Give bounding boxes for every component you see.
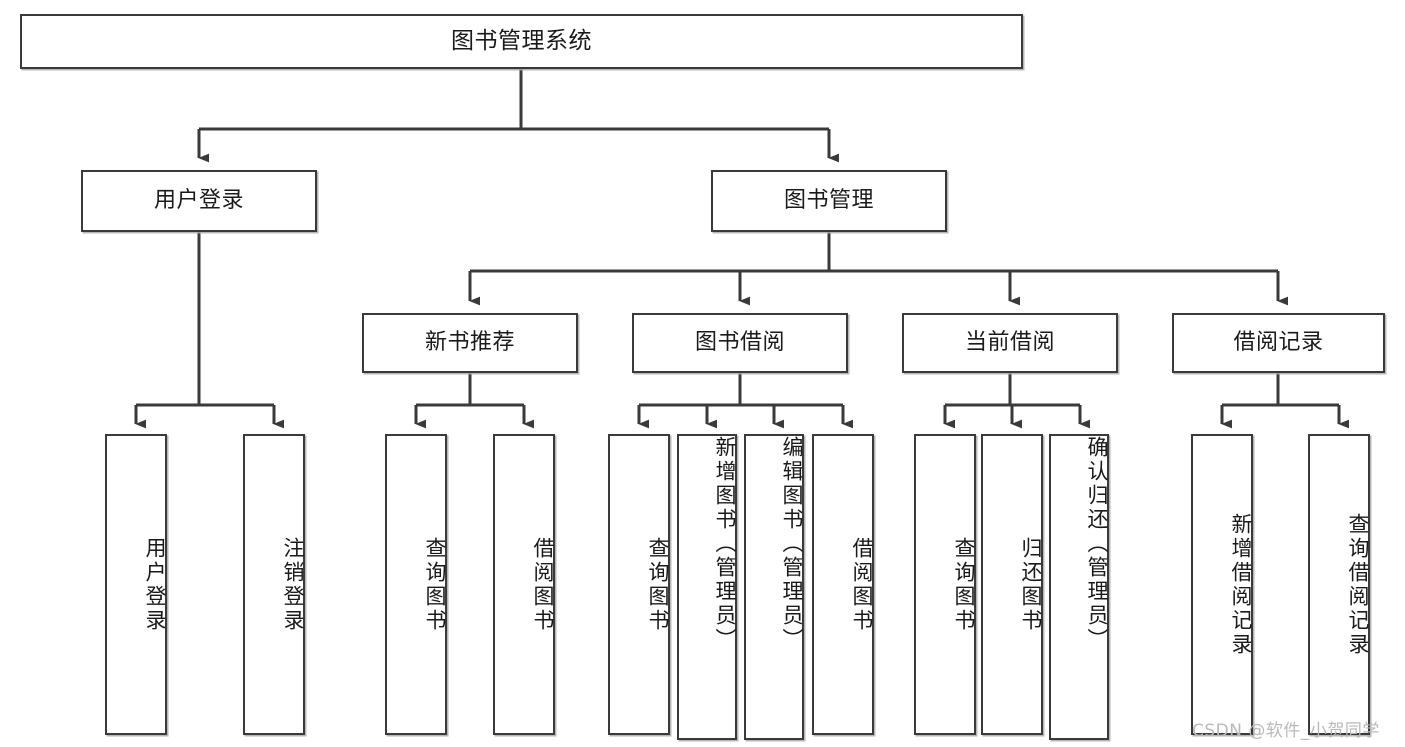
node-label: 确认归还（管理员） bbox=[1085, 436, 1109, 652]
leaf-current-query-book[interactable]: 查询图书 bbox=[914, 434, 976, 735]
node-new-book-recommend[interactable]: 新书推荐 bbox=[362, 313, 578, 373]
leaf-user-login-signin[interactable]: 用户登录 bbox=[105, 434, 167, 735]
node-current-borrow[interactable]: 当前借阅 bbox=[902, 313, 1118, 373]
node-label: 查询图书 bbox=[952, 536, 976, 633]
csdn-watermark: CSDN @软件_小贺同学 bbox=[1192, 721, 1380, 741]
node-label: 查询图书 bbox=[646, 536, 670, 633]
leaf-recommend-borrow-book[interactable]: 借阅图书 bbox=[493, 434, 555, 735]
node-book-management[interactable]: 图书管理 bbox=[711, 170, 947, 232]
node-label: 注销登录 bbox=[281, 536, 305, 633]
leaf-borrow-add-book-admin[interactable]: 新增图书（管理员） bbox=[677, 434, 737, 740]
node-label: 当前借阅 bbox=[964, 329, 1055, 355]
leaf-borrow-borrow-book[interactable]: 借阅图书 bbox=[812, 434, 874, 735]
node-label: 图书管理系统 bbox=[451, 27, 592, 54]
leaf-user-login-signout[interactable]: 注销登录 bbox=[243, 434, 305, 735]
leaf-record-add-record[interactable]: 新增借阅记录 bbox=[1191, 434, 1253, 735]
leaf-recommend-query-book[interactable]: 查询图书 bbox=[385, 434, 447, 735]
node-label: 借阅图书 bbox=[531, 536, 555, 633]
leaf-current-return-book[interactable]: 归还图书 bbox=[981, 434, 1043, 735]
node-root-system[interactable]: 图书管理系统 bbox=[20, 14, 1023, 69]
node-label: 用户登录 bbox=[143, 536, 167, 633]
leaf-borrow-edit-book-admin[interactable]: 编辑图书（管理员） bbox=[744, 434, 804, 740]
node-label: 借阅记录 bbox=[1233, 329, 1324, 355]
node-label: 图书管理 bbox=[783, 187, 874, 213]
node-label: 借阅图书 bbox=[850, 536, 874, 633]
node-label: 新增图书（管理员） bbox=[713, 436, 737, 652]
leaf-current-confirm-return-admin[interactable]: 确认归还（管理员） bbox=[1049, 434, 1109, 740]
node-user-login[interactable]: 用户登录 bbox=[81, 170, 317, 232]
node-label: 查询借阅记录 bbox=[1346, 512, 1370, 657]
node-label: 用户登录 bbox=[153, 187, 244, 213]
node-label: 编辑图书（管理员） bbox=[780, 436, 804, 652]
node-book-borrow[interactable]: 图书借阅 bbox=[632, 313, 848, 373]
node-label: 查询图书 bbox=[423, 536, 447, 633]
node-label: 新增借阅记录 bbox=[1229, 512, 1253, 657]
node-label: 归还图书 bbox=[1019, 536, 1043, 633]
leaf-borrow-query-book[interactable]: 查询图书 bbox=[608, 434, 670, 735]
node-label: 图书借阅 bbox=[694, 329, 785, 355]
leaf-record-query-record[interactable]: 查询借阅记录 bbox=[1308, 434, 1370, 735]
node-label: 新书推荐 bbox=[424, 329, 515, 355]
node-borrow-record[interactable]: 借阅记录 bbox=[1172, 313, 1385, 373]
